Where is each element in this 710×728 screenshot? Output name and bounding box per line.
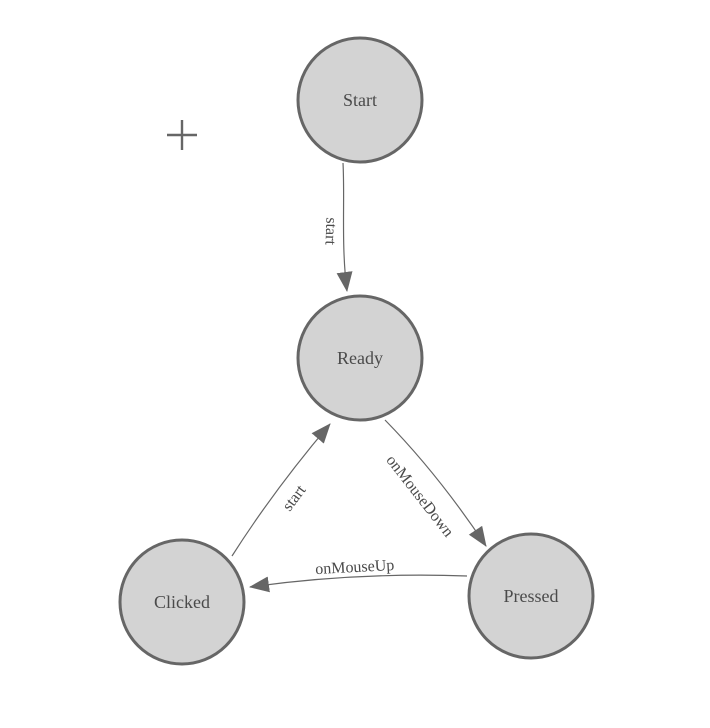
node-pressed[interactable]: Pressed: [467, 532, 595, 660]
edge-label-start-top: start: [322, 217, 340, 246]
edge-group: [231, 162, 487, 593]
edge-label-onmouseup: onMouseUp: [315, 557, 395, 578]
node-group: Start Ready Clicked Pressed: [118, 36, 595, 666]
crosshair-cursor-icon: [167, 120, 197, 150]
node-ready-circle[interactable]: [296, 294, 424, 422]
node-clicked-circle[interactable]: [118, 538, 246, 666]
edge-label-onmousedown: onMouseDown: [382, 452, 456, 540]
node-start[interactable]: Start: [296, 36, 424, 164]
edge-start-to-ready[interactable]: [336, 162, 353, 292]
node-clicked[interactable]: Clicked: [118, 538, 246, 666]
edge-ready-to-pressed[interactable]: [384, 419, 487, 547]
edge-clicked-to-ready[interactable]: [231, 423, 331, 557]
edge-pressed-to-clicked[interactable]: [249, 574, 468, 593]
node-ready[interactable]: Ready: [296, 294, 424, 422]
edge-label-start-left: start: [279, 482, 309, 515]
node-pressed-circle[interactable]: [467, 532, 595, 660]
node-start-circle[interactable]: [296, 36, 424, 164]
